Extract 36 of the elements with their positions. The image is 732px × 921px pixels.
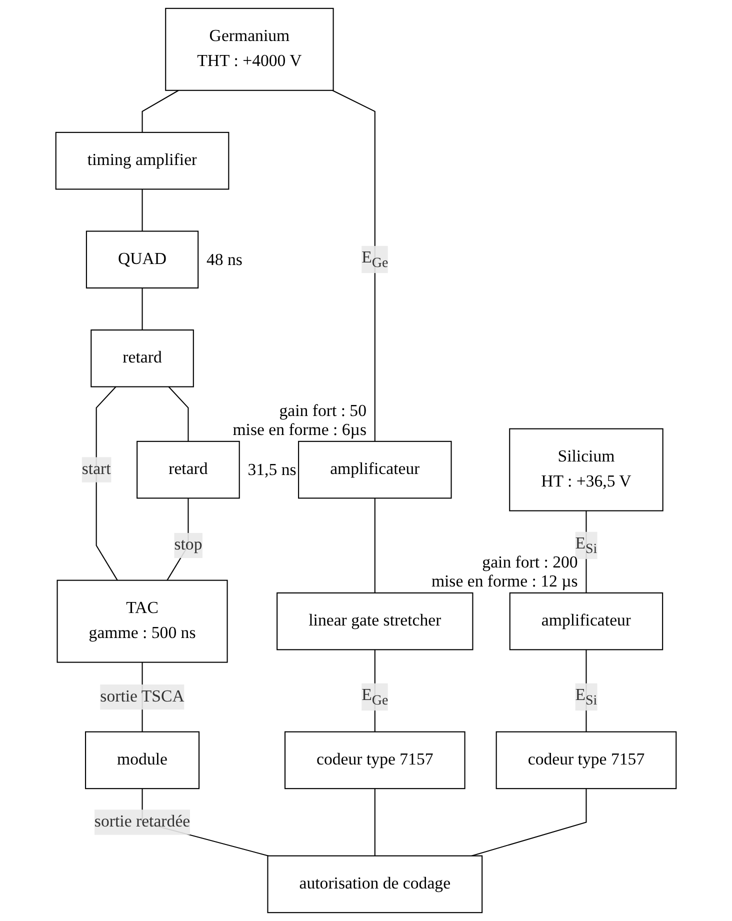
edge-label: E$_{Si}$ [575, 686, 598, 708]
node-box: codeur type 7157 [496, 731, 677, 790]
node-box: retard [90, 329, 194, 388]
annotation-text: gain fort : 200 [482, 552, 578, 572]
node-box: linear gate stretcher [276, 592, 474, 650]
annotation-text: 31,5 ns [248, 460, 296, 480]
node-box: Germanium THT : +4000 V [165, 8, 334, 91]
node-box: Silicium HT : +36,5 V [509, 428, 664, 512]
node-box: codeur type 7157 [284, 731, 466, 790]
edge-label: start [82, 460, 111, 478]
edge-label: stop [174, 536, 202, 554]
connector [374, 498, 376, 593]
node-box: autorisation de codage [267, 855, 483, 914]
annotation-text: mise en forme : 12 µs [431, 572, 578, 591]
connector [142, 90, 179, 132]
connector [142, 189, 143, 232]
node-box: QUAD [86, 230, 199, 288]
connector [332, 90, 376, 442]
node-box: TAC gamme : 500 ns [56, 580, 228, 663]
node-box: module [85, 731, 200, 790]
edge-label: E$_{Ge}$ [362, 686, 388, 708]
edge-label: E$_{Ge}$ [362, 248, 388, 270]
annotation-text: mise en forme : 6µs [232, 420, 366, 440]
annotation-text: gain fort : 50 [279, 401, 366, 420]
edge-label: sortie retardée [94, 812, 190, 831]
connector [374, 788, 376, 856]
node-box: retard [136, 440, 240, 499]
annotation-text: 48 ns [206, 250, 242, 269]
connector [96, 386, 118, 581]
connector [142, 288, 143, 330]
connector [168, 386, 189, 442]
node-box: amplificateur [298, 440, 452, 499]
node-box: timing amplifier [55, 132, 230, 190]
node-box: amplificateur [509, 592, 664, 650]
edge-label: E$_{Si}$ [575, 534, 598, 556]
edge-label: sortie TSCA [100, 688, 184, 706]
